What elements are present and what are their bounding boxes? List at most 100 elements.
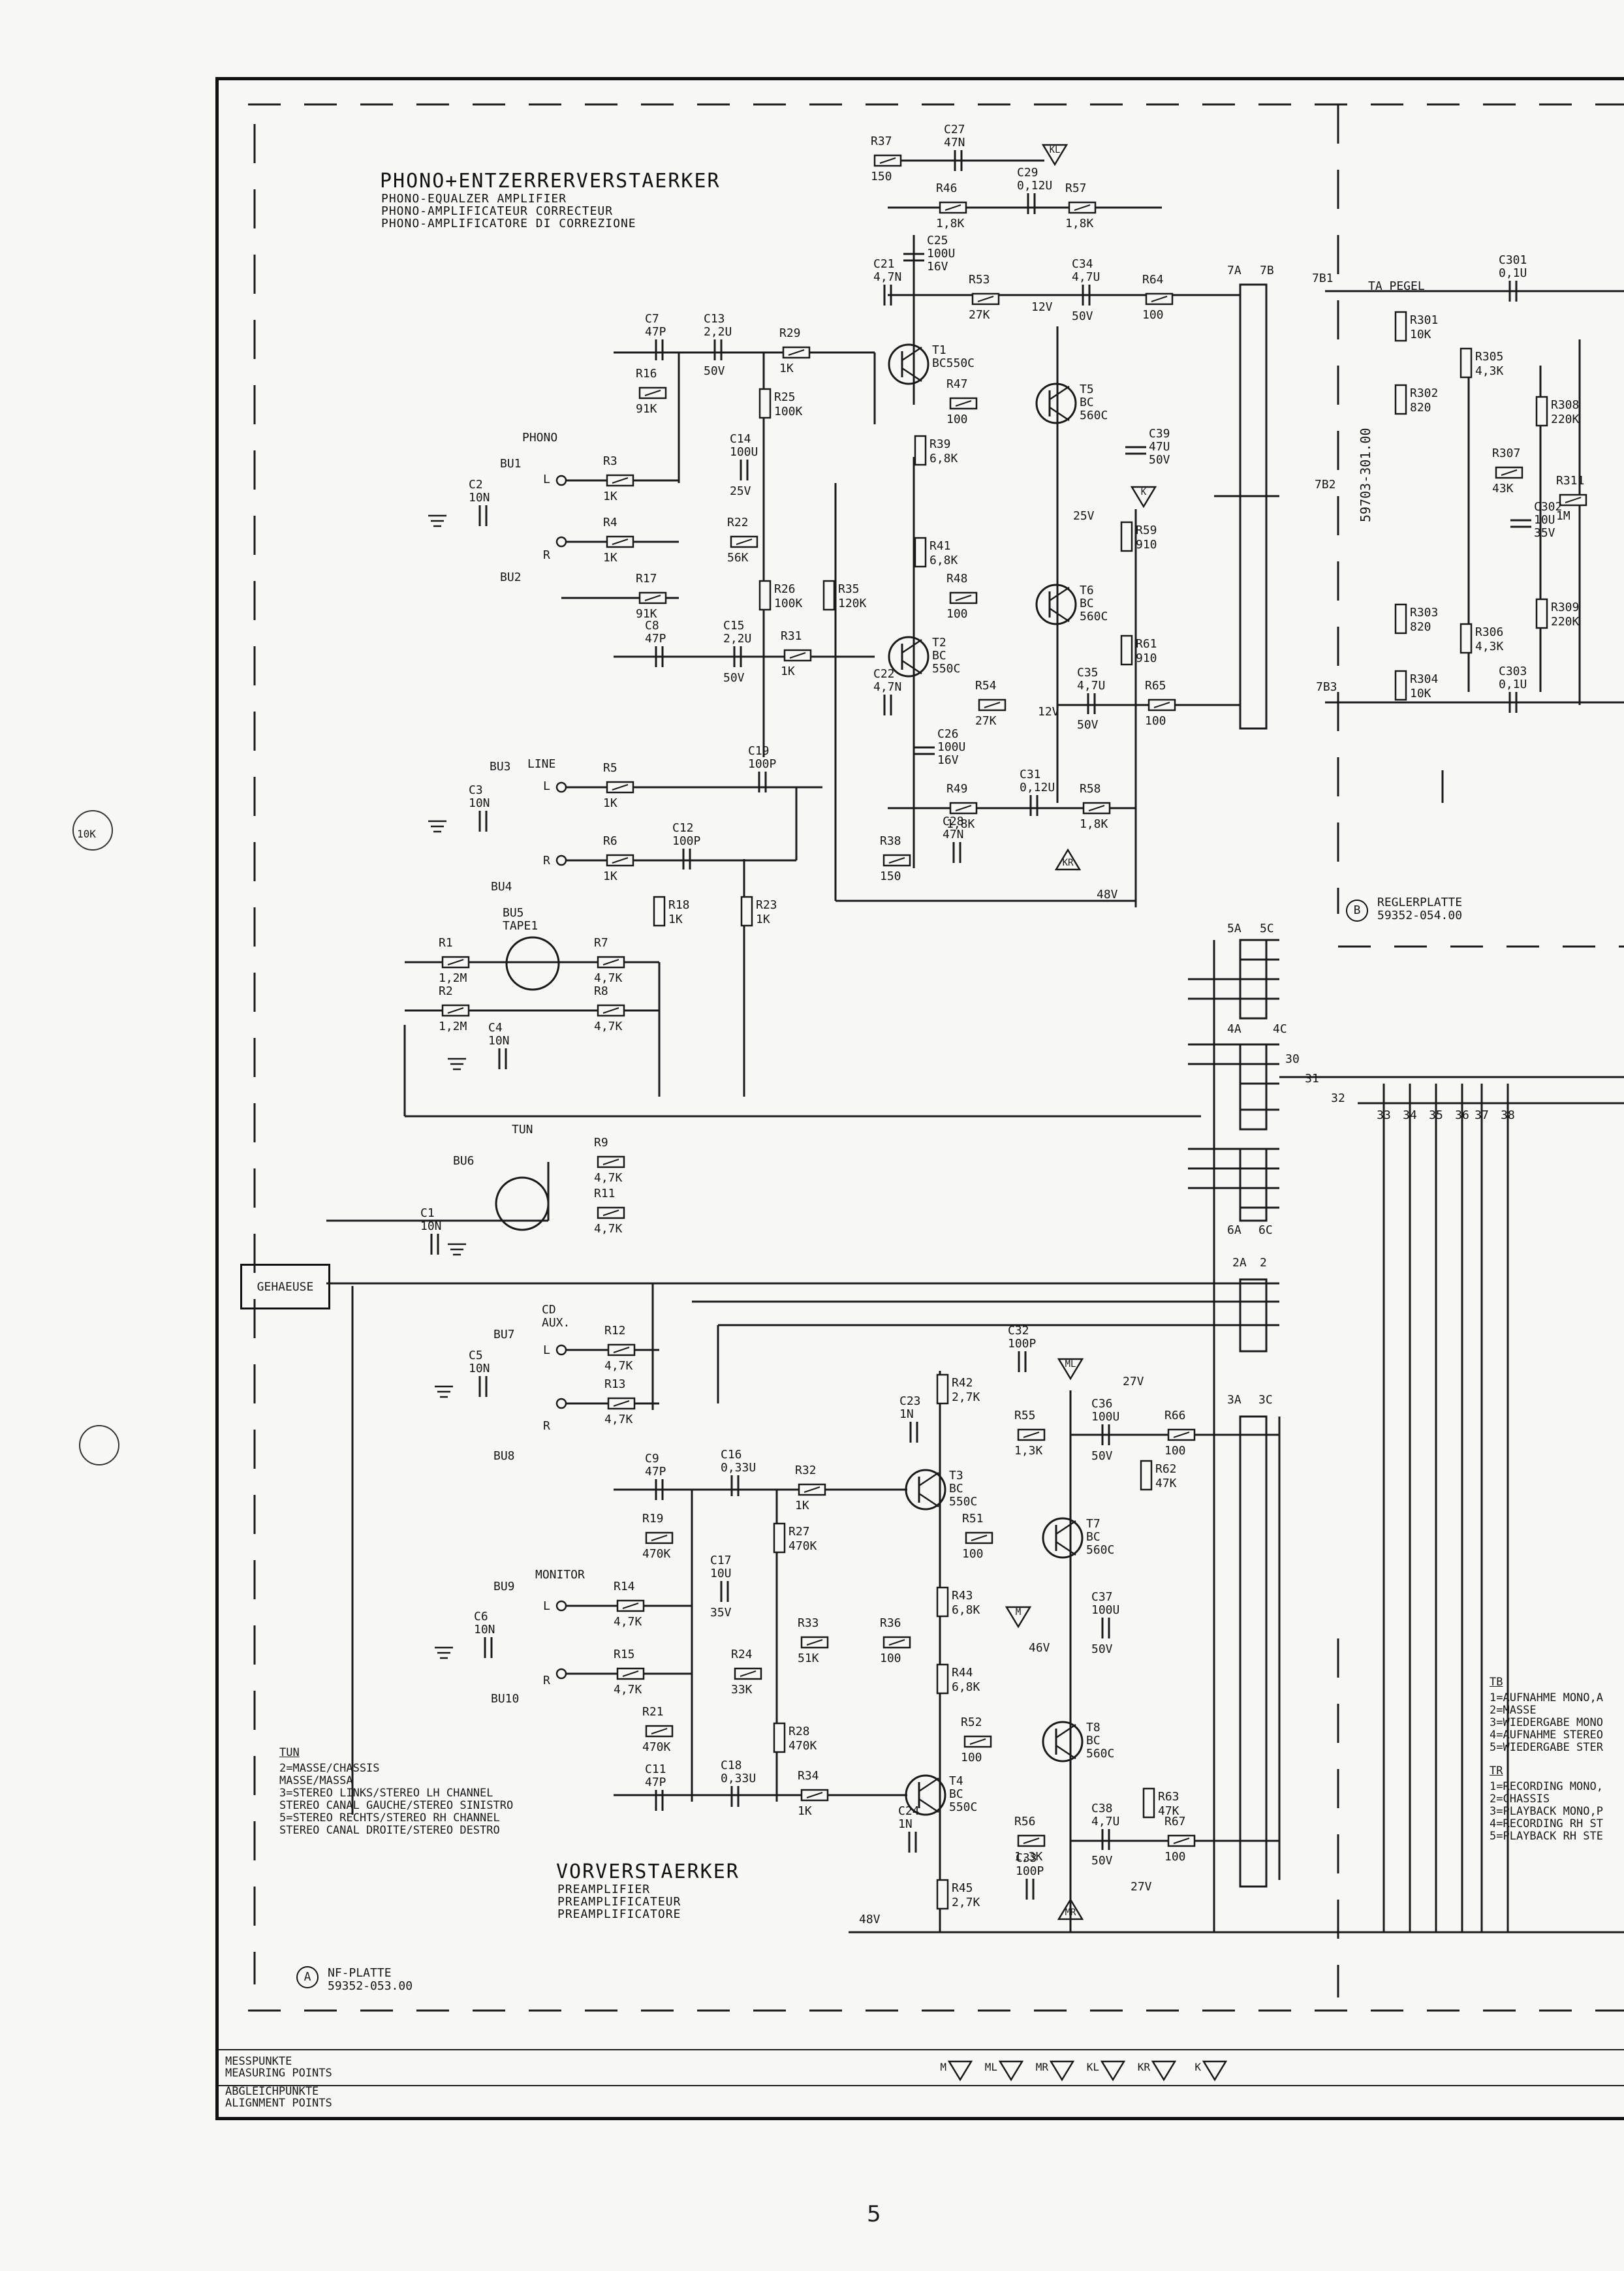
component-ref: C5 — [469, 1349, 483, 1362]
component-value: 4,7U — [1091, 1815, 1119, 1828]
component-ref: R16 — [636, 367, 657, 381]
component-ref: R28 — [789, 1725, 810, 1738]
resistor-symbol — [740, 896, 753, 927]
resistor-arrow — [1023, 1432, 1040, 1438]
terminal-label: 2A — [1232, 1256, 1247, 1270]
component-ref: R13 — [604, 1377, 626, 1391]
component-value: 4,3K — [1475, 640, 1504, 653]
component-ref: C9 — [645, 1452, 659, 1465]
resistor-arrow — [971, 1535, 988, 1541]
component-ref: R36 — [880, 1616, 901, 1630]
resistor-symbol — [822, 580, 835, 611]
component-value: 100P — [1008, 1337, 1037, 1351]
legend-symbol — [1049, 2060, 1075, 2082]
terminal-label: 4C — [1273, 1022, 1287, 1036]
resistor-symbol — [1394, 384, 1407, 415]
tun_notes-line: STEREO CANAL GAUCHE/STEREO SINISTRO — [279, 1799, 514, 1812]
drawing-frame — [215, 77, 1624, 2120]
component-value: 4,7K — [614, 1615, 642, 1629]
connector-label: R — [543, 1419, 550, 1433]
voltage-label: 46V — [1029, 1641, 1050, 1655]
component-ref: R26 — [774, 582, 796, 596]
component-value: 10N — [469, 796, 490, 810]
component-value: 1N — [899, 1407, 914, 1421]
measure-label-de: MESSPUNKTE — [225, 2055, 292, 2068]
resistor-symbol — [1394, 311, 1407, 342]
resistor-symbol — [1120, 521, 1133, 552]
component-value: 47K — [1155, 1477, 1177, 1490]
terminal-strip-6 — [1239, 1148, 1268, 1222]
component-value: 820 — [1410, 620, 1431, 634]
din-socket-tuner — [495, 1176, 550, 1231]
component-value: 4,7N — [873, 270, 901, 284]
component-ref: C302 — [1534, 500, 1562, 514]
transistor-collector — [918, 1777, 939, 1793]
connector-pin — [555, 536, 567, 548]
component-ref: C16 — [721, 1448, 742, 1462]
component-value: 100U — [1091, 1410, 1119, 1424]
connector-pin — [555, 781, 567, 793]
component-value: 47P — [645, 1776, 666, 1789]
preamp-title-de: VORVERSTAERKER — [556, 1860, 740, 1883]
transistor-collector — [918, 1471, 939, 1487]
resistor-arrow — [955, 400, 972, 407]
connector-pin — [555, 1344, 567, 1356]
component-ref: R32 — [795, 1464, 817, 1477]
tb-notes-heading: TB — [1490, 1676, 1503, 1689]
test-point-label: MR — [1065, 1907, 1076, 1918]
component-value: 6,8K — [929, 554, 958, 567]
component-value: 56K — [727, 551, 749, 565]
component-ref: C4 — [488, 1021, 503, 1035]
connector-label: TUN — [512, 1123, 533, 1136]
connector-label: CD — [542, 1303, 556, 1317]
component-ref: C13 — [704, 312, 725, 326]
terminal-label: 7B2 — [1315, 478, 1336, 492]
voltage-label: 27V — [1123, 1375, 1144, 1388]
preamp-title-fr: PREAMPLIFICATEUR — [557, 1895, 681, 1909]
component-value: 1K — [603, 796, 617, 810]
transistor-symbol — [905, 1774, 946, 1816]
component-ref: R24 — [731, 1648, 753, 1661]
component-ref: T5 — [1080, 383, 1094, 396]
component-voltage: 35V — [1534, 526, 1555, 540]
component-value: 1,3K — [1014, 1444, 1043, 1458]
resistor-arrow — [984, 702, 1001, 708]
component-value: 100U — [927, 247, 955, 260]
component-ref: C303 — [1499, 665, 1527, 678]
test-point-symbol — [1054, 848, 1082, 871]
terminal-label: 7B1 — [1312, 272, 1334, 285]
side-mark-upper: 10K — [77, 828, 96, 840]
component-value: 100 — [946, 413, 968, 426]
component-ref: T1 — [932, 343, 946, 357]
component-value: 150 — [880, 869, 901, 883]
component-value: 1K — [603, 551, 617, 565]
resistor-arrow — [788, 349, 805, 356]
preamp-title-en: PREAMPLIFIER — [557, 1883, 651, 1896]
tb_notes-line: 4=AUFNAHME STEREO — [1490, 1729, 1603, 1742]
component-ref: C28 — [943, 815, 964, 828]
component-value: 550C — [949, 1800, 977, 1814]
component-ref: R7 — [594, 936, 608, 950]
phono-title-en: PHONO-EQUALZER AMPLIFIER — [381, 192, 567, 206]
terminal-label: 5A — [1227, 922, 1241, 935]
resistor-arrow — [612, 784, 629, 791]
component-ref: R305 — [1475, 350, 1503, 364]
component-value: 100 — [1164, 1444, 1186, 1458]
din-socket-tape — [505, 936, 560, 991]
component-voltage: 50V — [1091, 1854, 1113, 1868]
resistor-arrow — [969, 1738, 986, 1745]
connector-label: BU1 — [500, 457, 522, 471]
component-voltage: 50V — [704, 364, 725, 378]
component-value: 100 — [880, 1652, 901, 1665]
connector-label: MONITOR — [535, 1568, 585, 1582]
component-ref: R45 — [952, 1881, 973, 1895]
component-ref: R35 — [838, 582, 860, 596]
bus-number: 34 — [1403, 1108, 1417, 1122]
terminal-label: 3A — [1227, 1393, 1241, 1407]
component-voltage: 50V — [1091, 1642, 1113, 1656]
resistor-arrow — [1173, 1838, 1190, 1844]
terminal-strip-5 — [1239, 939, 1268, 1020]
legend-symbol — [1202, 2060, 1228, 2082]
connector-pin — [555, 475, 567, 486]
